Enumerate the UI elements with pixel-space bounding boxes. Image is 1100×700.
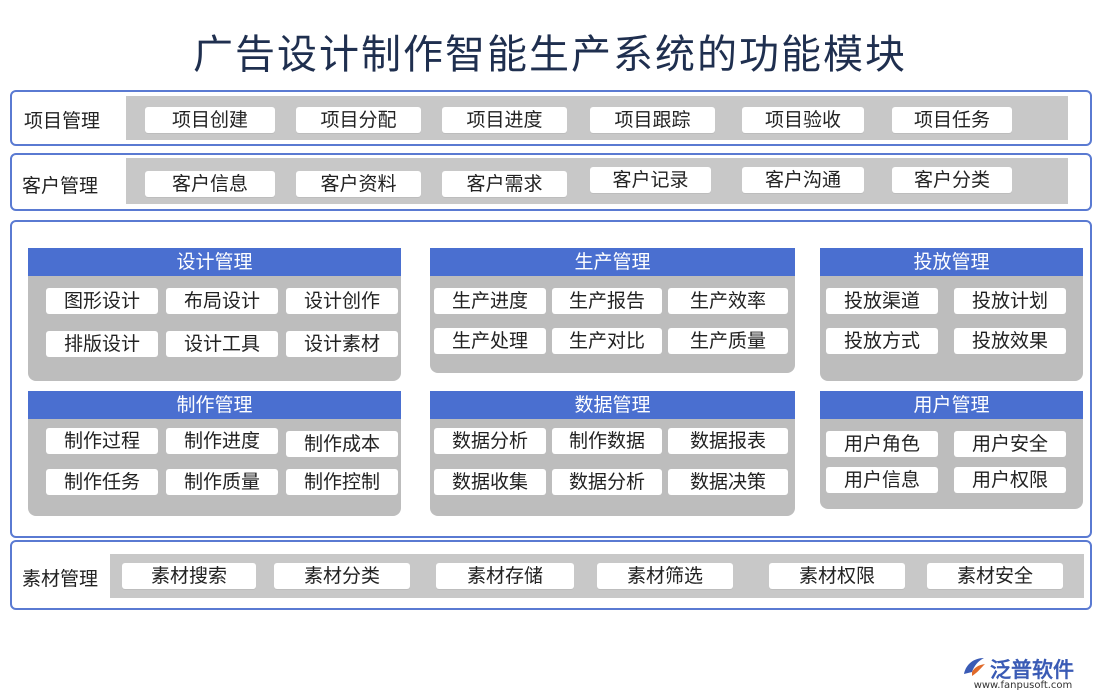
making-item[interactable]: 制作控制 [286,469,398,495]
customer-item[interactable]: 客户记录 [590,167,711,193]
production-item[interactable]: 生产处理 [434,328,546,354]
making-item[interactable]: 制作过程 [46,428,158,454]
project-item[interactable]: 项目分配 [296,107,421,133]
delivery-item[interactable]: 投放效果 [954,328,1066,354]
material-item[interactable]: 素材权限 [769,563,905,589]
delivery-item[interactable]: 投放渠道 [826,288,938,314]
making-panel: 制作管理 制作过程 制作进度 制作成本 制作任务 制作质量 制作控制 [28,391,401,516]
user-item[interactable]: 用户权限 [954,467,1066,493]
brand-logo: 泛普软件 www.fanpusoft.com [958,654,1088,694]
design-panel: 设计管理 图形设计 布局设计 设计创作 排版设计 设计工具 设计素材 [28,248,401,381]
brand-url: www.fanpusoft.com [973,680,1073,691]
project-item[interactable]: 项目跟踪 [590,107,715,133]
brand-name: 泛普软件 [990,658,1074,682]
production-item[interactable]: 生产对比 [552,328,662,354]
making-item[interactable]: 制作质量 [166,469,278,495]
data-panel: 数据管理 数据分析 制作数据 数据报表 数据收集 数据分析 数据决策 [430,391,795,516]
data-item[interactable]: 数据分析 [434,428,546,454]
material-item[interactable]: 素材安全 [927,563,1063,589]
design-panel-title: 设计管理 [28,248,401,276]
user-panel-title: 用户管理 [820,391,1083,419]
data-panel-title: 数据管理 [430,391,795,419]
design-item[interactable]: 排版设计 [46,331,158,357]
production-item[interactable]: 生产进度 [434,288,546,314]
data-item[interactable]: 制作数据 [552,428,662,454]
customer-row-label: 客户管理 [22,175,99,197]
production-item[interactable]: 生产效率 [668,288,788,314]
making-item[interactable]: 制作任务 [46,469,158,495]
design-item[interactable]: 设计素材 [286,331,398,357]
material-item[interactable]: 素材筛选 [597,563,733,589]
data-item[interactable]: 数据报表 [668,428,788,454]
fanpu-logo-icon [964,658,985,676]
material-item[interactable]: 素材搜索 [122,563,256,589]
design-item[interactable]: 设计创作 [286,288,398,314]
project-item[interactable]: 项目创建 [145,107,275,133]
data-item[interactable]: 数据分析 [552,469,662,495]
user-item[interactable]: 用户安全 [954,431,1066,457]
page-title: 广告设计制作智能生产系统的功能模块 [193,32,907,78]
material-row-label: 素材管理 [22,568,99,590]
customer-item[interactable]: 客户分类 [892,167,1012,193]
production-item[interactable]: 生产报告 [552,288,662,314]
customer-item[interactable]: 客户需求 [442,171,567,197]
production-panel: 生产管理 生产进度 生产报告 生产效率 生产处理 生产对比 生产质量 [430,248,795,373]
delivery-panel: 投放管理 投放渠道 投放计划 投放方式 投放效果 [820,248,1083,381]
data-item[interactable]: 数据收集 [434,469,546,495]
project-item[interactable]: 项目任务 [892,107,1012,133]
material-item[interactable]: 素材分类 [274,563,410,589]
project-item[interactable]: 项目验收 [742,107,864,133]
design-item[interactable]: 设计工具 [166,331,278,357]
customer-item[interactable]: 客户资料 [296,171,421,197]
data-item[interactable]: 数据决策 [668,469,788,495]
customer-item[interactable]: 客户沟通 [742,167,864,193]
project-item[interactable]: 项目进度 [442,107,567,133]
user-item[interactable]: 用户信息 [826,467,938,493]
project-row-label: 项目管理 [24,110,101,132]
user-panel: 用户管理 用户角色 用户安全 用户信息 用户权限 [820,391,1083,509]
design-item[interactable]: 布局设计 [166,288,278,314]
making-item[interactable]: 制作进度 [166,428,278,454]
delivery-item[interactable]: 投放计划 [954,288,1066,314]
delivery-panel-title: 投放管理 [820,248,1083,276]
production-item[interactable]: 生产质量 [668,328,788,354]
customer-item[interactable]: 客户信息 [145,171,275,197]
making-item[interactable]: 制作成本 [286,431,398,457]
making-panel-title: 制作管理 [28,391,401,419]
material-item[interactable]: 素材存储 [436,563,574,589]
user-item[interactable]: 用户角色 [826,431,938,457]
production-panel-title: 生产管理 [430,248,795,276]
design-item[interactable]: 图形设计 [46,288,158,314]
delivery-item[interactable]: 投放方式 [826,328,938,354]
